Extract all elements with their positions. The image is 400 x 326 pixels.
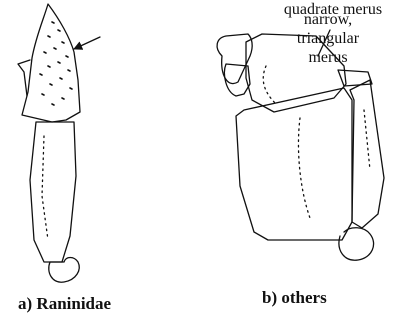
- raninidae-dactyl: [49, 258, 79, 283]
- others-dactyl: [350, 80, 384, 228]
- caption-raninidae: a) Raninidae: [18, 295, 111, 312]
- annotation-line: triangular: [268, 29, 388, 48]
- raninidae-propodus-dotted: [42, 136, 48, 240]
- raninidae-propodus: [30, 122, 76, 262]
- annotation-line: merus: [268, 48, 388, 67]
- others-propodus: [236, 88, 352, 240]
- others-ischium: [338, 70, 372, 86]
- annotation-arrow: [74, 37, 100, 49]
- others-merus-dotted: [263, 66, 276, 104]
- raninidae-appendage: [18, 4, 100, 282]
- raninidae-merus: [22, 4, 80, 122]
- others-distal-knob: [339, 228, 374, 260]
- others-dactyl-dotted: [364, 110, 370, 170]
- others-propodus-dotted: [298, 118, 310, 218]
- annotation-quadrate-merus: quadrate merus: [268, 2, 398, 18]
- annotation-narrow-merus: narrow, triangular merus: [268, 10, 388, 67]
- caption-others: b) others: [262, 289, 327, 306]
